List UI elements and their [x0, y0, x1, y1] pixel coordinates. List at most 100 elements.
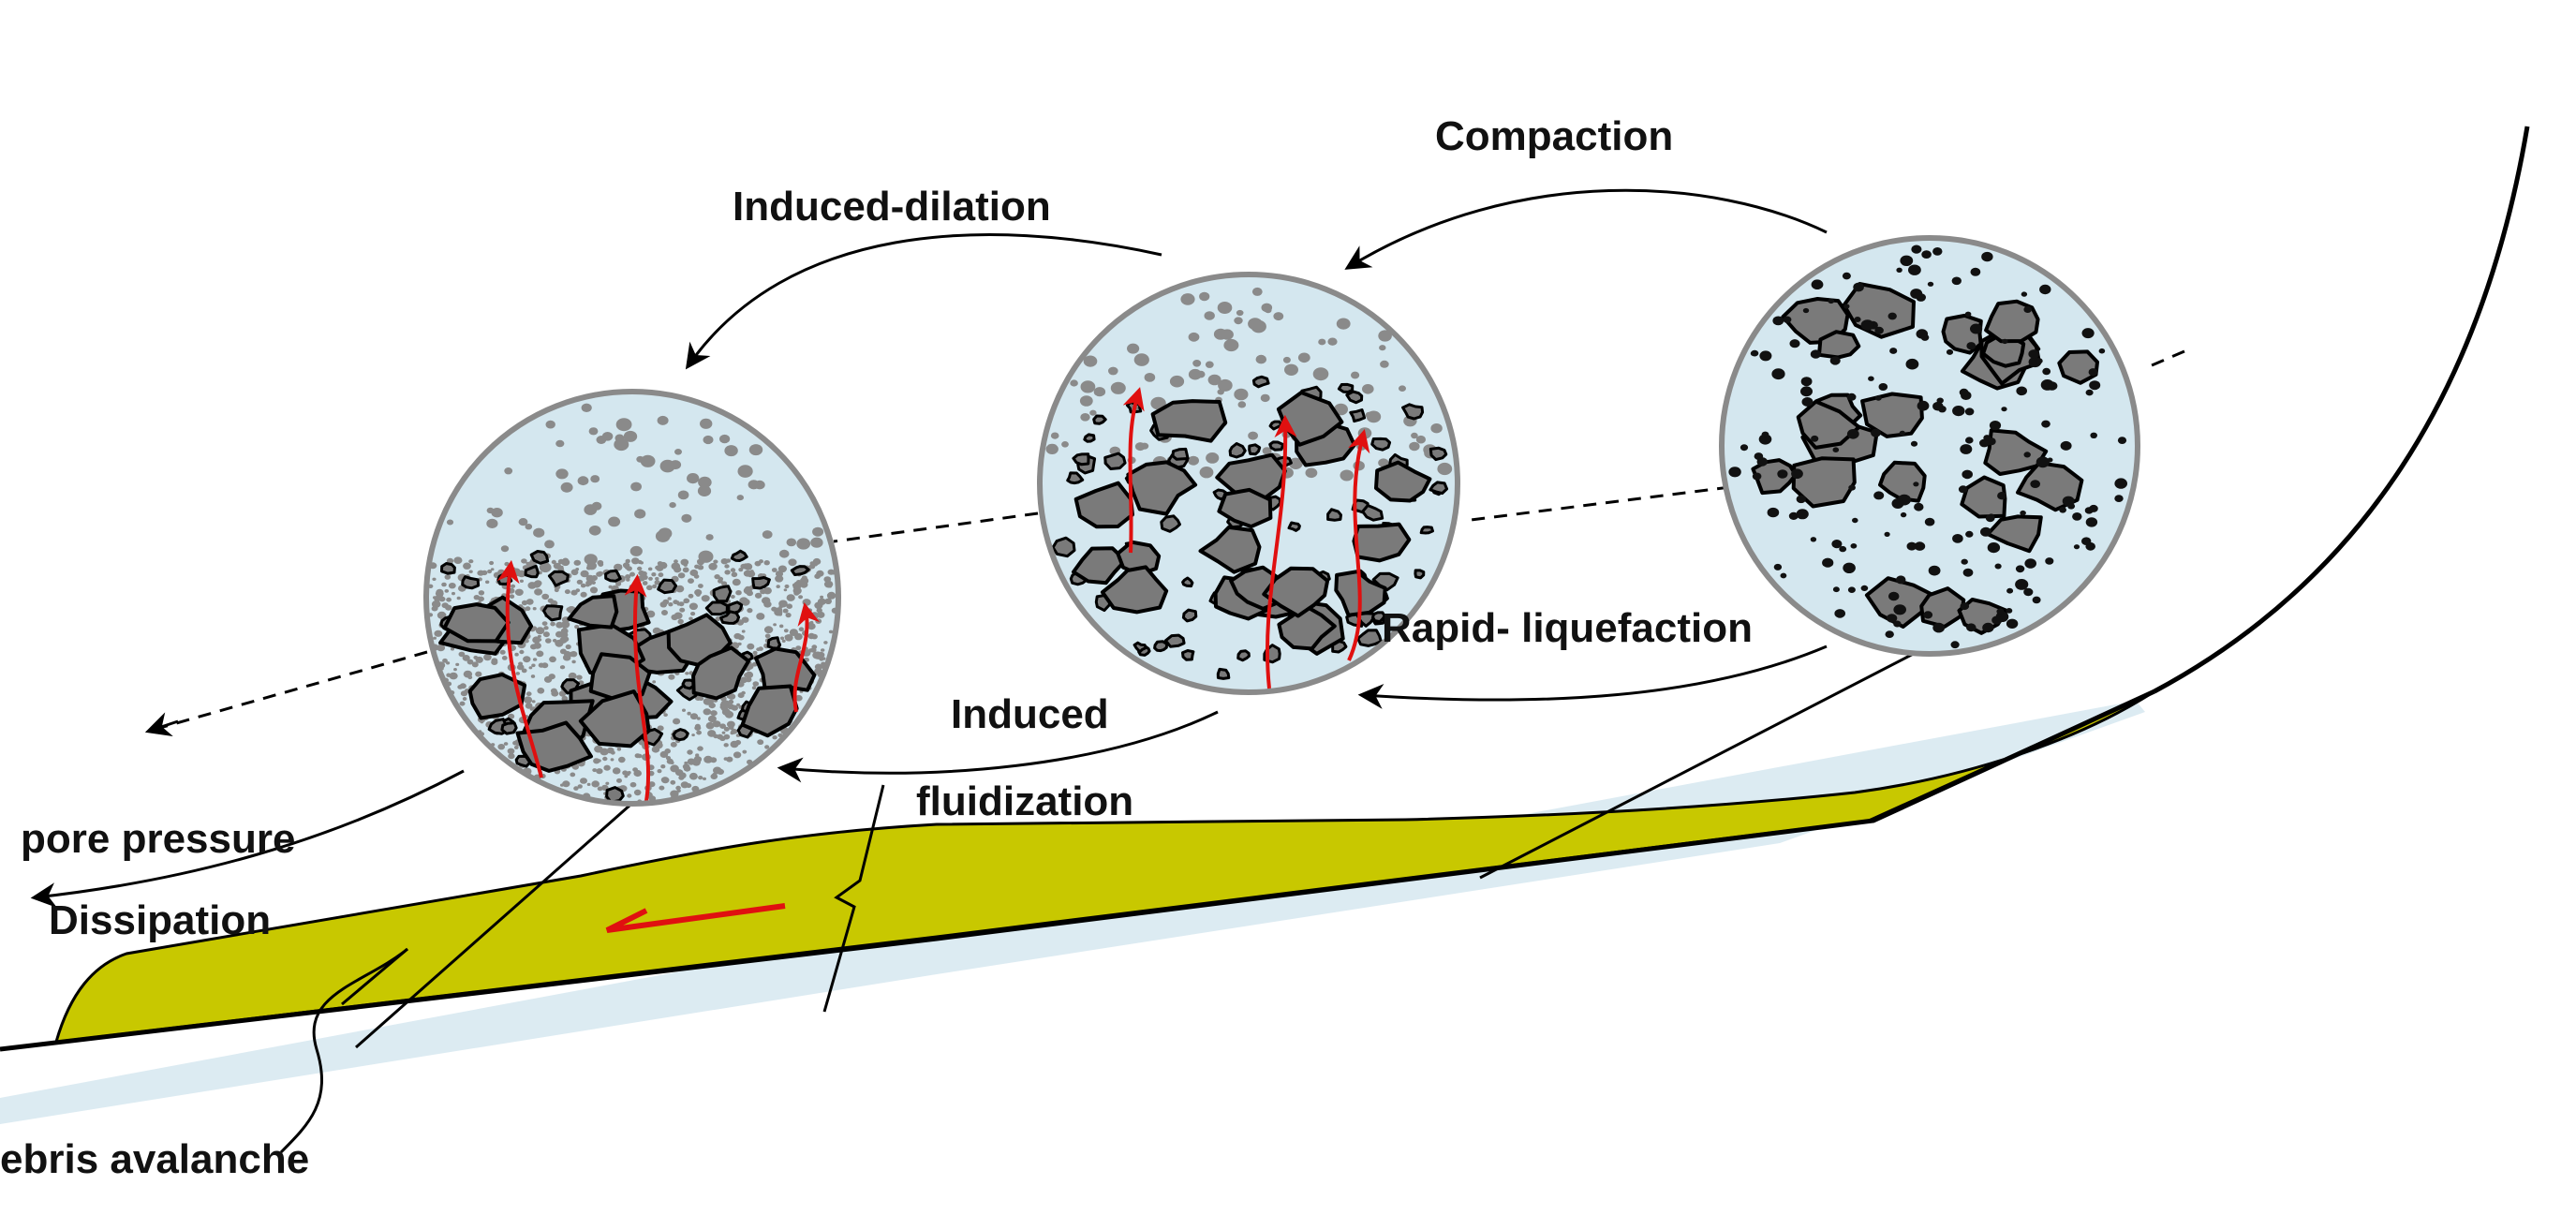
small-clast [1236, 649, 1251, 662]
fine-particle [554, 587, 559, 593]
small-clast [1153, 640, 1169, 653]
fine-particle [710, 773, 718, 780]
fine-particle [2088, 368, 2098, 377]
fine-particle [734, 739, 742, 746]
fine-particle [739, 676, 748, 684]
fine-particle [1900, 255, 1914, 266]
fine-particle [1379, 345, 1386, 351]
fine-particle [1192, 360, 1202, 367]
fine-particle [1796, 495, 1807, 504]
fine-particle [701, 595, 710, 602]
fine-particle [688, 616, 693, 621]
fine-particle [659, 785, 665, 791]
avalanche-deposit [54, 689, 2155, 1044]
fine-particle [745, 585, 751, 592]
fine-particle [540, 566, 545, 570]
small-clast [657, 578, 678, 595]
clast-particle [1791, 456, 1857, 509]
fine-particle [703, 777, 706, 781]
fine-particle [777, 565, 788, 573]
fine-particle [523, 656, 531, 663]
fine-particle [626, 566, 632, 571]
fine-particle [576, 674, 583, 680]
fine-particle [703, 755, 713, 763]
fine-particle [828, 630, 834, 634]
fine-particle [1981, 251, 1993, 262]
fine-particle [462, 655, 470, 661]
clast-particle [691, 645, 751, 701]
fine-particle [784, 634, 793, 642]
fine-particle [456, 596, 461, 600]
fine-particle [698, 776, 703, 780]
fine-particle [786, 603, 792, 609]
small-clast [1419, 526, 1434, 535]
fine-particle [670, 764, 679, 773]
fine-particle [555, 468, 569, 480]
fine-particle [580, 591, 587, 598]
fine-particle [1828, 298, 1835, 304]
fine-particle [1921, 250, 1932, 259]
fine-particle [1437, 462, 1453, 476]
fine-particle [688, 772, 698, 780]
fine-particle [507, 748, 515, 754]
fine-particle [605, 781, 610, 785]
fine-particle [719, 434, 731, 444]
fine-particle [442, 658, 448, 663]
fine-particle [736, 495, 744, 501]
fine-particle [575, 568, 580, 571]
fine-particle [1893, 620, 1902, 628]
fine-particle [1070, 379, 1078, 387]
fine-particle [778, 600, 788, 608]
fine-particle [1932, 401, 1944, 411]
fine-particle [695, 753, 700, 757]
fine-particle [633, 789, 642, 796]
fine-particle [723, 726, 730, 732]
fine-particle [588, 526, 601, 536]
fine-particle [773, 623, 777, 627]
small-clast [1401, 403, 1425, 421]
fine-particle [525, 703, 533, 709]
fine-particle [1789, 339, 1800, 348]
fine-particle [654, 580, 660, 585]
fine-particle [597, 570, 603, 576]
fine-particle [1234, 317, 1243, 325]
fine-particle [664, 748, 671, 754]
fine-particle [666, 758, 674, 764]
fine-particle [1758, 434, 1772, 445]
fine-particle [434, 630, 443, 637]
small-clast [1337, 382, 1355, 393]
fine-particle [616, 778, 622, 783]
fine-particle [821, 648, 825, 652]
fine-particle [2085, 389, 2094, 396]
fine-particle [737, 465, 753, 478]
fine-particle [742, 749, 748, 754]
fine-particle [1860, 585, 1869, 592]
fine-particle [732, 578, 741, 586]
fine-particle [745, 671, 754, 679]
fine-particle [826, 591, 836, 600]
fine-particle [1199, 291, 1210, 302]
fine-particle [471, 661, 479, 668]
fine-particle [1780, 572, 1787, 579]
fine-particle [478, 590, 485, 596]
fine-particle [489, 560, 495, 566]
fine-particle [1217, 302, 1233, 314]
fine-particle [441, 602, 449, 609]
fine-particle [612, 767, 621, 775]
fine-particle [696, 730, 702, 735]
fine-particle [466, 659, 474, 665]
fine-particle [2073, 544, 2080, 550]
fine-particle [1366, 410, 1382, 423]
fine-particle [2089, 380, 2101, 391]
fine-particle [1108, 366, 1118, 376]
fine-particle [478, 596, 484, 602]
fine-particle [754, 480, 765, 490]
fine-particle [681, 513, 692, 523]
fine-particle [724, 564, 730, 569]
fine-particle [1927, 281, 1934, 287]
fine-particle [518, 518, 528, 526]
fine-particle [501, 656, 508, 660]
fine-particle [1886, 614, 1898, 623]
fine-particle [2006, 618, 2019, 629]
fine-particle [1262, 447, 1272, 455]
